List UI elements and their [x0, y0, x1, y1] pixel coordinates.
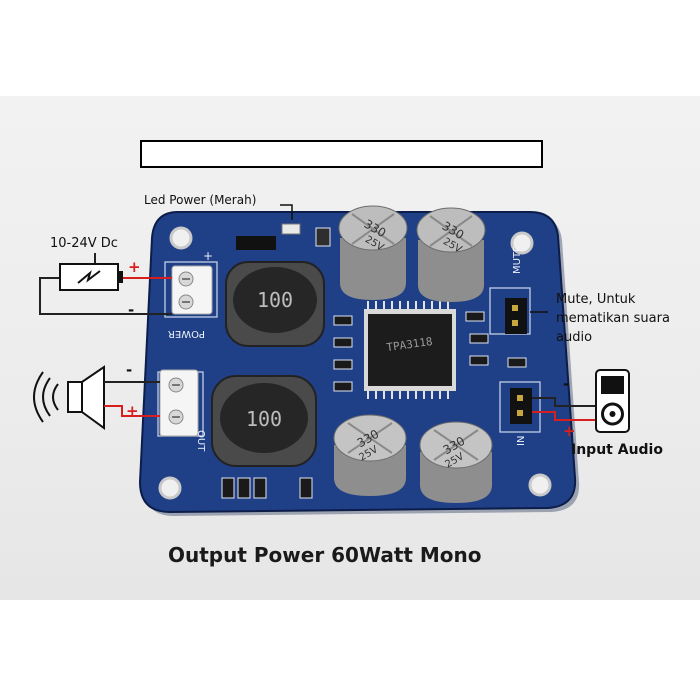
battery-icon [59, 263, 123, 291]
power-wiring: + - [39, 253, 172, 319]
capacitor-bottom-left: 330 25V [333, 414, 407, 496]
capacitor-bottom-right: 330 25V [419, 421, 493, 503]
inductor-bottom: 100 [211, 375, 317, 467]
caption: Output Power 60Watt Mono [168, 543, 482, 567]
mute-header [505, 298, 527, 334]
music-player-icon [595, 369, 630, 433]
input-audio-label: Input Audio [571, 442, 663, 458]
power-minus-label: - [128, 301, 134, 319]
silk-plus: + [203, 249, 213, 263]
silk-out: OUT [195, 430, 206, 452]
inductor-top-marking: 100 [257, 288, 293, 312]
speaker-minus-label: - [126, 361, 132, 379]
mounting-holes [158, 226, 552, 500]
voltage-label: 10-24V Dc [50, 236, 118, 251]
silk-mute: MUTE [512, 246, 523, 274]
inductor-top: 100 [225, 261, 325, 347]
led-diode [236, 236, 276, 250]
speaker-plus-label: + [126, 402, 139, 420]
silk-in: IN [516, 436, 527, 446]
amplifier-chip: TPA3118 [364, 301, 456, 399]
capacitor-top-left: 330 25V [338, 205, 408, 300]
mute-label-line2: mematikan suara [556, 311, 670, 326]
chip-marking: TPA3118 [386, 335, 434, 354]
speaker-icon [33, 365, 105, 430]
input-header [510, 388, 532, 424]
output-terminal [159, 369, 199, 437]
mute-label-line3: audio [556, 330, 593, 345]
led-pointer [280, 204, 293, 220]
led-smd [281, 223, 301, 235]
power-plus-label: + [128, 258, 141, 276]
input-plus-label: + [563, 422, 576, 440]
speaker-wiring: - + [104, 361, 160, 420]
power-terminal [171, 265, 213, 315]
input-minus-label: - [563, 375, 569, 393]
capacitor-top-right: 330 25V [416, 207, 486, 302]
title-banner [140, 140, 543, 168]
input-wiring: - + [532, 375, 596, 440]
led-power-label: Led Power (Merah) [144, 193, 257, 207]
silk-power: POWER [168, 328, 205, 339]
inductor-bottom-marking: 100 [246, 407, 282, 431]
mute-label-line1: Mute, Untuk [556, 292, 636, 307]
